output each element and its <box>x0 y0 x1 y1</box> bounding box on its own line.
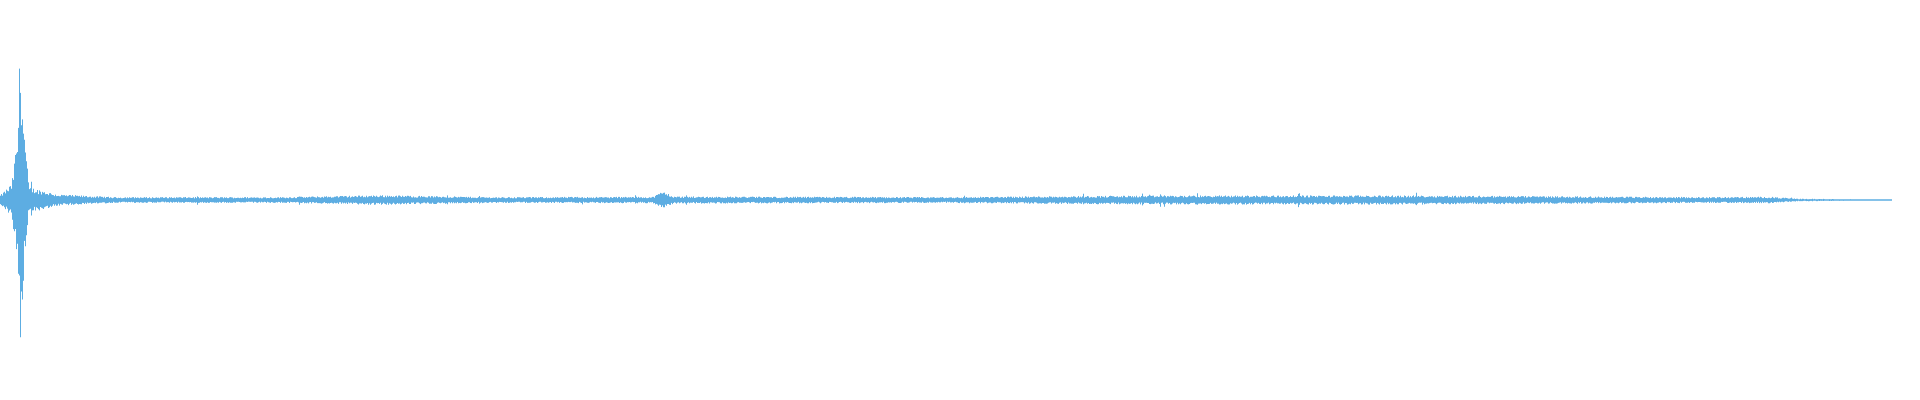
waveform-trace <box>0 68 1892 338</box>
waveform-series <box>0 68 1892 338</box>
